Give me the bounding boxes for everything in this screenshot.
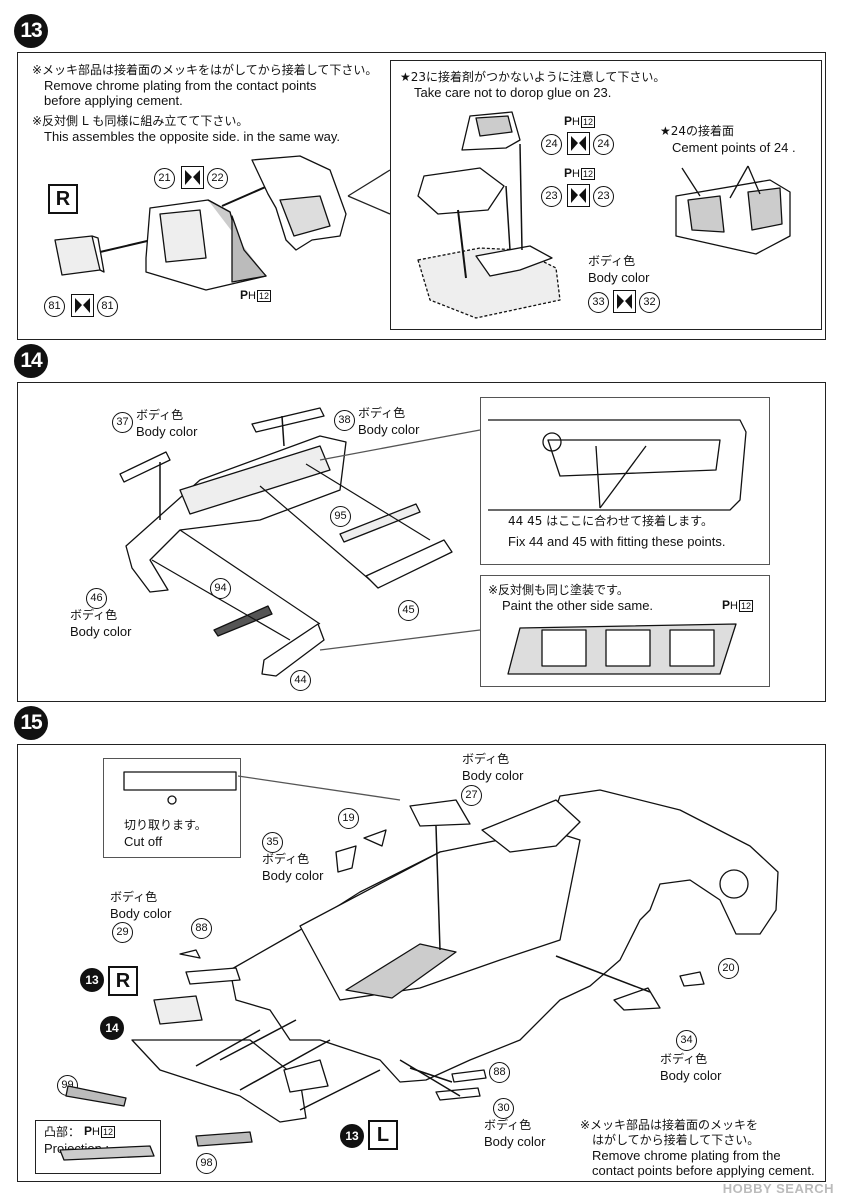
part-81-label-b: 81	[97, 296, 118, 317]
body-color-jp: ボディ色	[262, 852, 310, 866]
step-13-note2-en: This assembles the opposite side. in the…	[44, 129, 341, 144]
part-98-label: 98	[196, 1153, 217, 1174]
part-29-label: 29	[112, 922, 133, 943]
part-23-label-b: 23	[593, 186, 614, 207]
body-color-jp: ボディ色	[484, 1118, 532, 1132]
step-13-number: 13	[14, 14, 48, 48]
step-13-note1-jp: ※メッキ部品は接着面のメッキをはがしてから接着して下さい。	[32, 63, 378, 77]
step-14-ref: 14	[100, 1016, 124, 1040]
body-color-jp: ボディ色	[136, 408, 184, 422]
symmetric-part-icon	[71, 294, 94, 317]
cement-points-jp: ★24の接着面	[660, 124, 735, 138]
paint-other-side-en: Paint the other side same.	[502, 598, 654, 613]
body-color-en: Body color	[358, 422, 420, 437]
part-88-label-a: 88	[191, 918, 212, 939]
part-35-label: 35	[262, 832, 283, 853]
body-color-jp: ボディ色	[462, 752, 510, 766]
part-34-label: 34	[676, 1030, 697, 1051]
fit-points-jp: 44 45 はここに合わせて接着します。	[508, 514, 713, 528]
body-color-jp: ボディ色	[70, 608, 118, 622]
body-color-en: Body color	[110, 906, 172, 921]
body-color-jp: ボディ色	[588, 254, 636, 268]
part-95-label: 95	[330, 506, 351, 527]
side-r-badge: R	[108, 966, 138, 996]
fit-points-en: Fix 44 and 45 with fitting these points.	[508, 534, 726, 549]
step-13-ref-a: 13	[80, 968, 104, 992]
step-14-number: 14	[14, 344, 48, 378]
step-15-number: 15	[14, 706, 48, 740]
part-37-label: 37	[112, 412, 133, 433]
symmetric-part-icon	[613, 290, 636, 313]
part-24-label-b: 24	[593, 134, 614, 155]
chrome-note-jp-2: はがしてから接着して下さい。	[592, 1133, 760, 1147]
cement-points-en: Cement points of 24 .	[672, 140, 796, 155]
part-23-label-a: 23	[541, 186, 562, 207]
body-color-en: Body color	[70, 624, 132, 639]
chrome-note-jp-1: ※メッキ部品は接着面のメッキを	[580, 1118, 759, 1132]
chrome-note-en-2: contact points before applying cement.	[592, 1163, 815, 1178]
part-27-label: 27	[461, 785, 482, 806]
step-13-ref-b: 13	[340, 1124, 364, 1148]
glue-warning-jp: ★23に接着剤がつかないように注意して下さい。	[400, 70, 666, 84]
part-81-label-a: 81	[44, 296, 65, 317]
part-46-label: 46	[86, 588, 107, 609]
body-color-en: Body color	[136, 424, 198, 439]
body-color-en: Body color	[462, 768, 524, 783]
chrome-note-en-1: Remove chrome plating from the	[592, 1148, 781, 1163]
side-l-badge: L	[368, 1120, 398, 1150]
part-19-label: 19	[338, 808, 359, 829]
part-45-label: 45	[398, 600, 419, 621]
glue-warning-en: Take care not to dorop glue on 23.	[414, 85, 612, 100]
part-21-label: 21	[154, 168, 175, 189]
part-32-label: 32	[639, 292, 660, 313]
projection-jp: 凸部：	[44, 1125, 81, 1139]
cut-off-en: Cut off	[124, 834, 163, 849]
body-color-jp: ボディ色	[660, 1052, 708, 1066]
body-color-en: Body color	[262, 868, 324, 883]
part-24-label-a: 24	[541, 134, 562, 155]
symmetric-part-icon	[567, 184, 590, 207]
step-13-note2-jp: ※反対側 L も同様に組み立てて下さい。	[32, 114, 249, 128]
part-33-label: 33	[588, 292, 609, 313]
symmetric-part-icon	[567, 132, 590, 155]
body-color-en: Body color	[588, 270, 650, 285]
cut-off-jp: 切り取ります。	[124, 818, 207, 832]
watermark: HOBBY SEARCH	[722, 1181, 834, 1196]
body-color-en: Body color	[660, 1068, 722, 1083]
step-13-note1-en-1: Remove chrome plating from the contact p…	[44, 78, 317, 93]
part-22-label: 22	[207, 168, 228, 189]
part-38-label: 38	[334, 410, 355, 431]
part-30-label: 30	[493, 1098, 514, 1119]
part-88-label-b: 88	[489, 1062, 510, 1083]
symmetric-part-icon	[181, 166, 204, 189]
part-44-label: 44	[290, 670, 311, 691]
paint-other-side-jp: ※反対側も同じ塗装です。	[488, 583, 629, 597]
part-94-label: 94	[210, 578, 231, 599]
body-color-jp: ボディ色	[110, 890, 158, 904]
body-color-jp: ボディ色	[358, 406, 406, 420]
body-color-en: Body color	[484, 1134, 546, 1149]
side-r-badge: R	[48, 184, 78, 214]
step-13-note1-en-2: before applying cement.	[44, 93, 183, 108]
part-20-label: 20	[718, 958, 739, 979]
